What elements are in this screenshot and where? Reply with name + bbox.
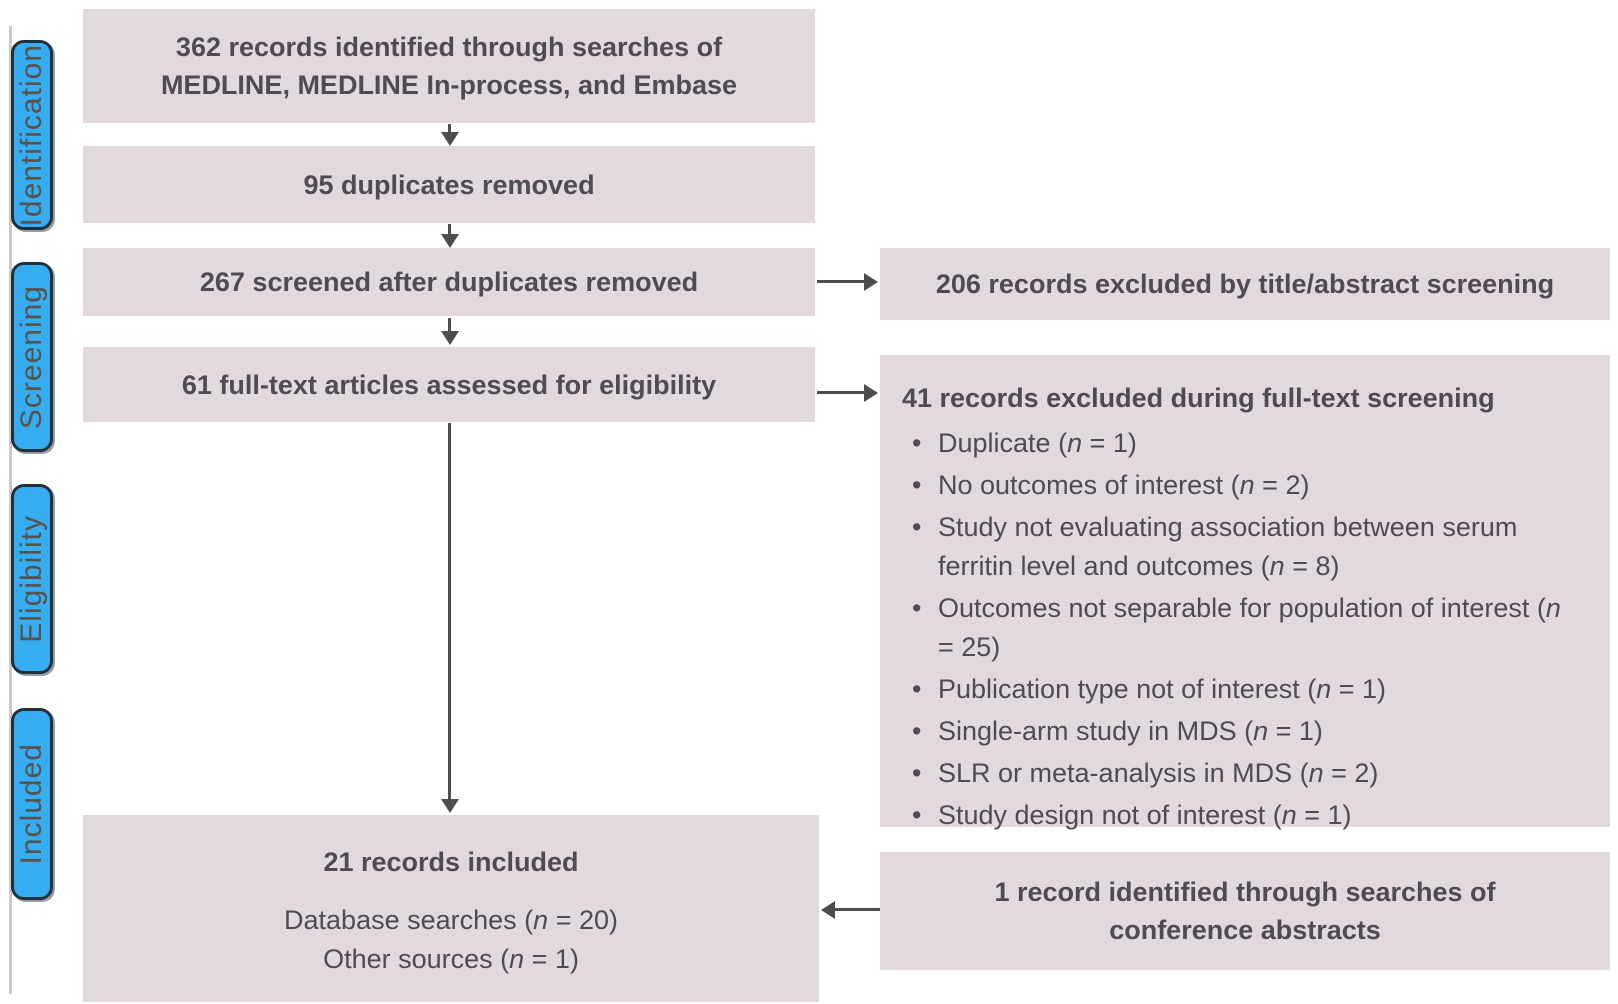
box-screened: 267 screened after duplicates removed [83,248,815,316]
conference-record-line1: 1 record identified through searches of [994,877,1496,907]
n-symbol: n [1067,428,1083,458]
included-source-line: Other sources (n = 1) [323,943,579,974]
stage-identification-label: Identification [15,43,48,227]
included-source-line: Database searches (n = 20) [284,904,618,935]
n-symbol: n [1308,758,1324,788]
n-symbol: n [509,943,525,974]
stage-identification: Identification [11,40,53,230]
records-included-title: 21 records included [323,846,579,877]
included-sources: Database searches (n = 20) Other sources … [284,901,618,979]
box-excluded-fulltext: 41 records excluded during full-text scr… [880,355,1610,835]
exclusion-reason-item: Single-arm study in MDS (n = 1) [902,712,1584,751]
excluded-title-abstract-text: 206 records excluded by title/abstract s… [935,269,1555,299]
exclusion-reason-item: Study not evaluating association between… [902,508,1584,586]
left-vertical-rule [9,26,12,994]
stage-eligibility: Eligibility [11,484,53,674]
stage-screening-label: Screening [15,284,48,430]
n-symbol: n [1316,674,1332,704]
exclusion-reason-item: Study design not of interest (n = 1) [902,796,1584,835]
records-identified-line2: MEDLINE, MEDLINE In-process, and Embase [160,70,738,100]
fulltext-assessed-text: 61 full-text articles assessed for eligi… [181,369,717,400]
stage-included-label: Included [15,743,48,865]
conference-record-line2: conference abstracts [1109,915,1381,945]
arrow-screened-to-fulltext [448,318,451,332]
stage-eligibility-label: Eligibility [15,515,48,643]
arrow-identified-to-duplicates [448,124,451,133]
box-duplicates-removed: 95 duplicates removed [83,146,815,223]
n-symbol: n [533,904,549,935]
stage-included: Included [11,708,53,900]
box-records-included: 21 records included Database searches (n… [83,815,819,1002]
records-identified-line1: 362 records identified through searches … [175,32,723,62]
n-symbol: n [1281,800,1297,830]
box-records-identified: 362 records identified through searches … [83,9,815,123]
exclusion-reason-item: Publication type not of interest (n = 1) [902,670,1584,709]
arrow-duplicates-to-screened [448,224,451,235]
arrow-fulltext-to-included [448,423,451,800]
n-symbol: n [1545,593,1561,623]
n-symbol: n [1239,470,1255,500]
exclusion-reason-item: No outcomes of interest (n = 2) [902,466,1584,505]
screened-text: 267 screened after duplicates removed [199,267,699,297]
arrow-fulltext-to-excluded [817,391,865,394]
arrow-screened-to-excluded [817,280,865,283]
duplicates-removed-text: 95 duplicates removed [303,169,595,200]
exclusion-reasons-list: Duplicate (n = 1)No outcomes of interest… [902,424,1584,835]
n-symbol: n [1269,551,1285,581]
arrow-conference-to-included [834,908,880,911]
exclusion-reason-item: SLR or meta-analysis in MDS (n = 2) [902,754,1584,793]
box-conference-record: 1 record identified through searches of … [880,852,1610,970]
stage-screening: Screening [11,262,53,452]
exclusion-reason-item: Duplicate (n = 1) [902,424,1584,463]
n-symbol: n [1253,716,1269,746]
box-fulltext-assessed: 61 full-text articles assessed for eligi… [83,347,815,422]
excluded-fulltext-title: 41 records excluded during full-text scr… [902,383,1495,413]
exclusion-reason-item: Outcomes not separable for population of… [902,589,1584,667]
box-excluded-title-abstract: 206 records excluded by title/abstract s… [880,248,1610,320]
